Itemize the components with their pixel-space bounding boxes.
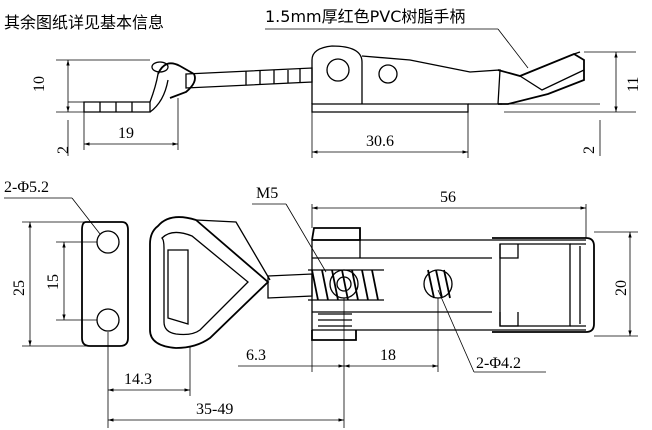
handle-material-note: 1.5mm厚红色PVC树脂手柄 <box>265 7 465 26</box>
top-view <box>81 216 595 349</box>
dim-hole-spacing: 15 <box>45 274 62 290</box>
thread-label: M5 <box>256 185 278 202</box>
hole-right-label: 2-Φ4.2 <box>476 355 521 372</box>
dim-length-left: 19 <box>118 125 134 142</box>
dim-width-right: 20 <box>613 280 630 296</box>
dim-thickness-left: 2 <box>55 146 72 154</box>
dim-overall-length: 56 <box>440 189 456 206</box>
dim-height-right: 11 <box>625 77 642 92</box>
top-view-dimensions: 2-Φ5.2 M5 56 25 15 20 6.3 1 <box>4 179 638 428</box>
dim-18: 18 <box>380 347 396 364</box>
dim-6-3: 6.3 <box>246 347 266 364</box>
dim-14-3: 14.3 <box>124 371 152 388</box>
header-note: 其余图纸详见基本信息 <box>4 13 164 32</box>
side-view-dimensions: 10 2 19 30.6 11 2 <box>31 51 642 158</box>
note-leader <box>497 28 529 69</box>
side-view <box>83 45 585 113</box>
dim-thickness-right: 2 <box>581 146 598 154</box>
dim-height-left: 10 <box>31 76 48 92</box>
spring <box>308 269 384 301</box>
hole-left-label: 2-Φ5.2 <box>4 179 49 196</box>
dim-range: 35-49 <box>196 401 233 418</box>
dim-height-total: 25 <box>11 280 28 296</box>
dim-base-length: 30.6 <box>366 133 394 150</box>
